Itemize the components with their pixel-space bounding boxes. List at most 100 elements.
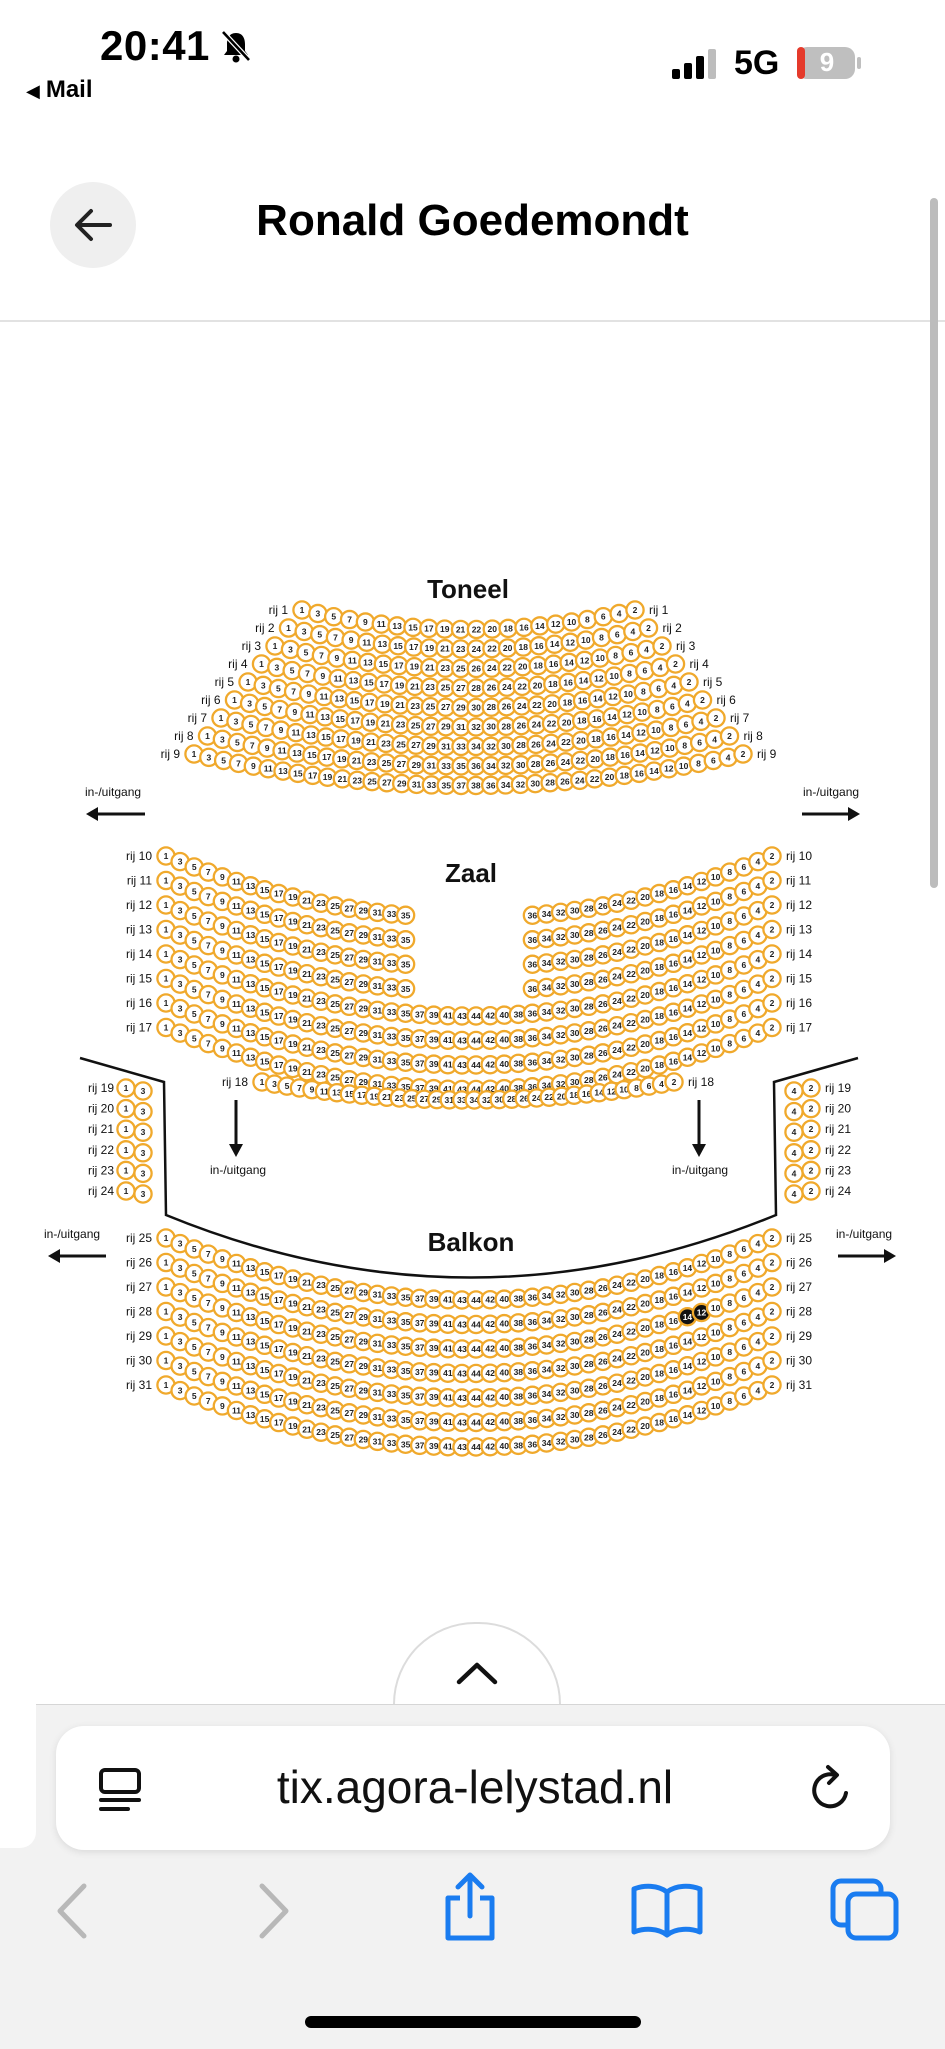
seat[interactable]: 13	[287, 743, 307, 763]
seat[interactable]: 2	[652, 636, 672, 656]
seat[interactable]: 38	[508, 1337, 529, 1358]
seat[interactable]: 12	[560, 632, 580, 653]
seat[interactable]: 35	[395, 979, 416, 999]
seat[interactable]: 2	[762, 1301, 782, 1322]
seat[interactable]: 13	[240, 998, 261, 1019]
seat[interactable]: 21	[297, 988, 317, 1009]
seat[interactable]: 25	[376, 753, 397, 773]
seat[interactable]: 36	[522, 930, 543, 950]
seat[interactable]: 3	[133, 1122, 153, 1142]
seat[interactable]: 26	[593, 1278, 613, 1298]
seat[interactable]: 37	[409, 1386, 430, 1407]
tabs-icon[interactable]	[830, 1878, 900, 1942]
seat[interactable]: 17	[268, 957, 289, 977]
seat[interactable]: 35	[395, 905, 416, 926]
seat[interactable]: 4	[609, 603, 629, 624]
seat[interactable]: 12	[617, 704, 637, 725]
seat[interactable]: 36	[522, 905, 543, 926]
seat[interactable]: 12	[545, 614, 566, 634]
address-bar[interactable]	[56, 1726, 890, 1850]
seat[interactable]: 12	[691, 871, 712, 892]
seat[interactable]: 1	[156, 1301, 176, 1322]
seat[interactable]: 10	[590, 648, 610, 668]
seat[interactable]: 24	[607, 1348, 627, 1369]
seat[interactable]: 17	[419, 618, 439, 639]
seat[interactable]: 16	[558, 672, 578, 693]
seat[interactable]: 2	[762, 870, 782, 891]
chevron-right-icon[interactable]	[254, 1880, 294, 1942]
seat[interactable]: 1	[156, 919, 176, 940]
address-text[interactable]: tix.agora-lelystad.nl	[276, 1761, 674, 1813]
seat[interactable]: 2	[706, 708, 726, 728]
seat[interactable]: 31	[367, 1333, 388, 1354]
seat[interactable]: 9	[212, 1396, 233, 1416]
seat[interactable]: 16	[572, 690, 593, 711]
seat[interactable]: 6	[621, 642, 641, 663]
seat[interactable]: 2	[762, 993, 782, 1013]
seat[interactable]: 2	[801, 1181, 821, 1201]
seat[interactable]: 5	[323, 606, 344, 627]
seat[interactable]: 4	[784, 1143, 804, 1163]
seat[interactable]: 12	[691, 1018, 712, 1039]
seat[interactable]: 29	[353, 925, 374, 945]
seat[interactable]: 12	[691, 896, 712, 916]
seat[interactable]: 7	[325, 627, 346, 648]
seat[interactable]: 2	[762, 1350, 782, 1371]
seat[interactable]: 2	[762, 944, 782, 964]
book-icon[interactable]	[630, 1882, 704, 1938]
seat[interactable]: 1	[116, 1160, 136, 1181]
seat[interactable]: 13	[315, 707, 335, 727]
seat[interactable]: 15	[288, 763, 308, 784]
seat[interactable]: 44	[466, 1314, 486, 1335]
seat[interactable]: 39	[424, 1338, 444, 1358]
seat[interactable]: 2	[801, 1160, 821, 1181]
seat[interactable]: 8	[591, 627, 612, 648]
seat[interactable]: 9	[341, 630, 361, 650]
seat[interactable]: 14	[544, 634, 565, 654]
seat[interactable]: 23	[405, 696, 426, 716]
seat[interactable]: 39	[424, 1029, 444, 1050]
seat[interactable]: 28	[579, 1021, 599, 1041]
seat[interactable]: 30	[564, 1023, 585, 1043]
seat[interactable]: 6	[593, 606, 614, 627]
seat[interactable]: 5	[241, 714, 261, 735]
seat[interactable]: 31	[367, 1025, 388, 1045]
seat[interactable]: 14	[530, 616, 550, 636]
seat[interactable]: 19	[434, 619, 455, 639]
seat[interactable]: 23	[311, 1397, 331, 1418]
seat[interactable]: 39	[424, 1005, 444, 1025]
seat[interactable]: 4	[650, 657, 670, 678]
seat[interactable]: 35	[395, 954, 416, 975]
seat[interactable]: 32	[550, 1407, 571, 1427]
seat[interactable]: 8	[605, 645, 626, 666]
seat[interactable]: 11	[314, 686, 334, 707]
seat[interactable]: 30	[564, 1331, 585, 1352]
seat[interactable]: 11	[357, 632, 377, 653]
seat[interactable]: 2	[665, 654, 686, 674]
back-to-app-link[interactable]: ◀Mail	[26, 76, 93, 104]
seat[interactable]: 2	[762, 1375, 782, 1395]
seat[interactable]: 10	[576, 630, 596, 650]
seat[interactable]: 2	[638, 618, 659, 638]
seat[interactable]: 20	[635, 1342, 655, 1363]
seat[interactable]: 24	[607, 917, 627, 938]
seat[interactable]: 16	[529, 636, 549, 656]
seat[interactable]: 12	[691, 1376, 712, 1396]
seat[interactable]: 23	[311, 1348, 331, 1369]
seat[interactable]: 20	[635, 985, 655, 1005]
seat[interactable]: 16	[514, 617, 534, 638]
seat[interactable]: 4	[784, 1184, 804, 1204]
seat[interactable]: 8	[719, 862, 740, 882]
seat[interactable]: 2	[719, 726, 740, 746]
seat[interactable]: 2	[733, 744, 753, 764]
seat[interactable]: 8	[633, 681, 654, 702]
seat[interactable]: 30	[564, 1356, 585, 1376]
seat[interactable]: 25	[325, 1302, 345, 1323]
seat[interactable]: 3	[133, 1101, 153, 1122]
seat[interactable]: 33	[451, 736, 471, 757]
seat[interactable]: 13	[273, 761, 293, 781]
seat[interactable]: 23	[311, 1324, 331, 1344]
seat[interactable]: 28	[525, 754, 546, 774]
chevron-left-icon[interactable]	[52, 1880, 92, 1942]
seat[interactable]: 1	[116, 1098, 136, 1119]
